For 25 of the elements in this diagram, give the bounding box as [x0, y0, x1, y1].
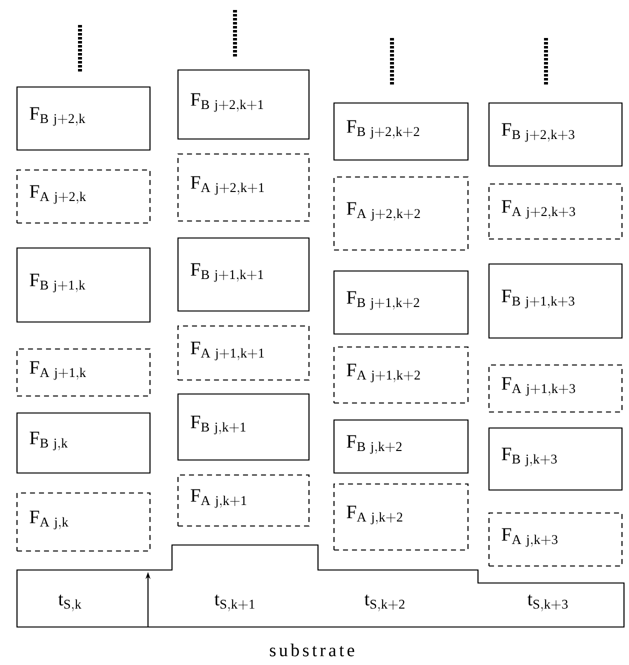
layer-box: $\mathrm{F_{B\ j,k+1}}$: [177, 393, 310, 461]
layer-box: $\mathrm{F_{B\ j,k+2}}$: [333, 419, 469, 474]
dashed-box: $\mathrm{F_{A\ j+2,k+3}}$: [488, 183, 623, 240]
layer-box: $\mathrm{F_{B\ j,k}}$: [16, 412, 151, 474]
dashed-box: $\mathrm{F_{A\ j+1,k+2}}$: [333, 346, 469, 404]
dashed-box: $\mathrm{F_{A\ j+1,k+3}}$: [488, 364, 623, 413]
dashed-box: $\mathrm{F_{A\ j,k+3}}$: [488, 512, 623, 567]
dashed-box: $\mathrm{F_{A\ j+2,k+2}}$: [333, 176, 469, 251]
dashed-box: $\mathrm{F_{A\ j+1,k+1}}$: [177, 325, 310, 381]
layer-box: $\mathrm{F_{B\ j+2,k}}$: [16, 86, 151, 151]
dashed-box: $\mathrm{F_{A\ j+2,k}}$: [16, 169, 151, 224]
layer-box: $\mathrm{F_{B\ j+1,k+3}}$: [488, 263, 623, 339]
layer-box: $\mathrm{F_{B\ j+2,k+3}}$: [488, 102, 623, 167]
layer-box: $\mathrm{F_{B\ j+2,k+1}}$: [177, 69, 310, 140]
layer-box: $\mathrm{F_{B\ j+1,k+1}}$: [177, 237, 310, 312]
dashed-box: $\mathrm{F_{A\ j,k}}$: [16, 492, 151, 552]
dashed-box: $\mathrm{F_{A\ j,k+2}}$: [333, 483, 469, 551]
layer-box: $\mathrm{F_{B\ j,k+3}}$: [488, 427, 623, 491]
dashed-box: $\mathrm{F_{A\ j+1,k}}$: [16, 348, 151, 397]
dashed-box: $\mathrm{F_{A\ j+2,k+1}}$: [177, 153, 310, 222]
layer-box: $\mathrm{F_{B\ j+1,k+2}}$: [333, 270, 469, 335]
dashed-box: $\mathrm{F_{A\ j,k+1}}$: [177, 474, 310, 527]
node-label: substrate: [270, 644, 354, 656]
layer-box: $\mathrm{F_{B\ j+1,k}}$: [16, 247, 151, 323]
layer-box: $\mathrm{F_{B\ j+2,k+2}}$: [333, 102, 469, 161]
